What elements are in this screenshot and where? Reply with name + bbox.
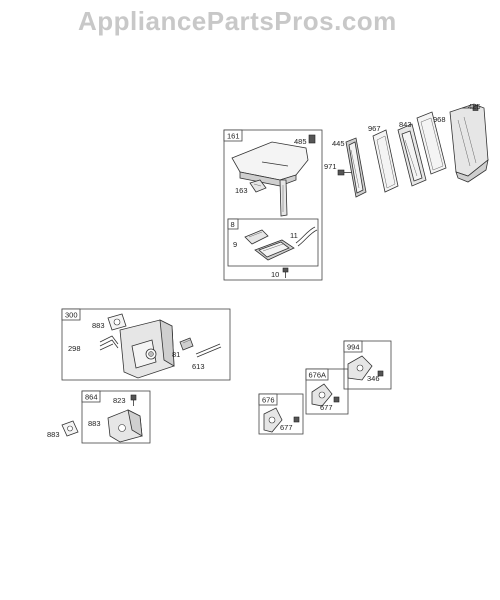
part-968-precleaner[interactable] xyxy=(416,111,447,175)
label-971[interactable]: 971 xyxy=(324,162,337,171)
part-967-gasket[interactable] xyxy=(372,129,399,193)
part-81-stud[interactable] xyxy=(179,337,194,351)
label-346[interactable]: 346 xyxy=(367,374,380,383)
group-676a-tag xyxy=(305,368,329,381)
group-161-label[interactable]: 161 xyxy=(227,132,240,141)
part-883-gasket-loose[interactable] xyxy=(61,420,79,437)
label-883-c[interactable]: 883 xyxy=(47,430,60,439)
part-677-screw-b[interactable] xyxy=(333,396,340,403)
label-843[interactable]: 843 xyxy=(399,120,412,129)
part-485-clip[interactable] xyxy=(308,134,316,144)
group-161-tag xyxy=(223,129,243,142)
part-994-deflector[interactable] xyxy=(347,355,373,381)
part-9-filter[interactable] xyxy=(244,229,269,245)
part-971-screw[interactable] xyxy=(337,169,352,176)
group-994: 994 346 xyxy=(343,340,392,390)
part-11-tube[interactable] xyxy=(295,226,318,247)
group-864-frame xyxy=(81,390,151,444)
label-163[interactable]: 163 xyxy=(235,186,248,195)
group-300: 300 883 298 81 613 xyxy=(61,308,231,381)
label-967[interactable]: 967 xyxy=(368,124,381,133)
group-864-label[interactable]: 864 xyxy=(85,393,98,402)
label-613[interactable]: 613 xyxy=(192,362,205,371)
label-81[interactable]: 81 xyxy=(172,350,180,359)
group-676a-label[interactable]: 676A xyxy=(309,371,327,380)
group-676-frame xyxy=(258,393,304,435)
part-676a-deflector[interactable] xyxy=(311,383,333,407)
group-864-tag xyxy=(81,390,101,403)
watermark-text: AppliancePartsPros.com xyxy=(78,6,397,36)
part-346-screw[interactable] xyxy=(377,370,384,377)
part-8-housing[interactable] xyxy=(254,239,295,261)
group-8-tag xyxy=(227,218,239,230)
part-843-frame[interactable] xyxy=(397,123,427,187)
part-445-filter[interactable] xyxy=(345,137,367,198)
group-300-label[interactable]: 300 xyxy=(65,311,78,320)
group-8-frame xyxy=(227,218,319,267)
part-676-deflector[interactable] xyxy=(263,407,283,433)
label-677-a[interactable]: 677 xyxy=(280,423,293,432)
part-613-rod[interactable] xyxy=(195,343,222,358)
muffler-guard[interactable] xyxy=(107,409,143,443)
label-883-b[interactable]: 883 xyxy=(88,419,101,428)
muffler-body[interactable] xyxy=(119,319,175,379)
part-883-gasket[interactable] xyxy=(107,313,127,331)
part-298-pipe[interactable] xyxy=(99,335,119,351)
group-676a: 676A 677 xyxy=(305,368,349,415)
group-161-frame xyxy=(223,129,323,281)
label-11[interactable]: 11 xyxy=(290,231,298,240)
group-994-frame xyxy=(343,340,392,390)
part-823-screw[interactable] xyxy=(130,394,137,406)
group-676-label[interactable]: 676 xyxy=(262,396,275,405)
group-994-tag xyxy=(343,340,363,353)
label-10[interactable]: 10 xyxy=(271,270,279,279)
group-300-tag xyxy=(61,308,81,321)
label-968[interactable]: 968 xyxy=(433,115,446,124)
part-425-screw[interactable] xyxy=(462,105,479,111)
group-676-tag xyxy=(258,393,278,406)
part-10-screw[interactable] xyxy=(282,267,289,278)
group-161: 161 485 163 8 9 xyxy=(223,129,323,281)
part-677-screw-a[interactable] xyxy=(293,416,300,423)
part-163-seal[interactable] xyxy=(249,179,267,193)
label-883-a[interactable]: 883 xyxy=(92,321,105,330)
group-676: 676 677 xyxy=(258,393,304,435)
label-485[interactable]: 485 xyxy=(294,137,307,146)
air-cleaner-cover[interactable] xyxy=(231,141,309,217)
group-8-label[interactable]: 8 xyxy=(231,220,235,229)
group-994-label[interactable]: 994 xyxy=(347,343,360,352)
label-298[interactable]: 298 xyxy=(68,344,81,353)
label-9[interactable]: 9 xyxy=(233,240,237,249)
part-air-cleaner-base[interactable] xyxy=(449,103,489,183)
label-677-b[interactable]: 677 xyxy=(320,403,333,412)
group-300-frame xyxy=(61,308,231,381)
label-425[interactable]: 425 xyxy=(468,102,481,111)
label-445[interactable]: 445 xyxy=(332,139,345,148)
label-823[interactable]: 823 xyxy=(113,396,126,405)
group-864: 864 823 883 xyxy=(81,390,151,444)
